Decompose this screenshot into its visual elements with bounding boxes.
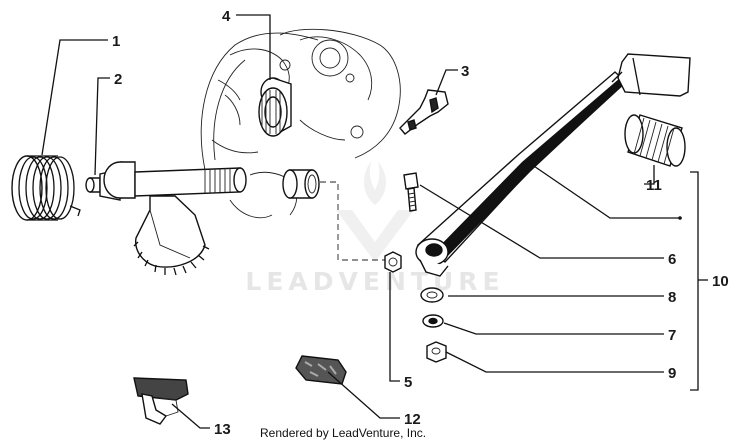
rubber-grip-part-11 (624, 114, 686, 167)
washer-part-8 (420, 287, 444, 303)
callout-12: 12 (404, 411, 421, 428)
leader-lines (41, 14, 708, 429)
callout-11: 11 (646, 177, 662, 194)
bearing-part-4 (258, 77, 292, 137)
callout-7: 7 (668, 327, 676, 344)
callout-2: 2 (114, 71, 122, 88)
alignment-line (320, 181, 390, 261)
spring-part-1 (11, 155, 81, 221)
nut-part-5 (384, 251, 402, 273)
callout-1: 1 (112, 33, 120, 50)
clip-part-3 (399, 89, 449, 135)
credit-text: Rendered by LeadVenture, Inc. (260, 426, 426, 440)
watermark-text: LEADVENTURE (245, 267, 504, 296)
callout-9: 9 (668, 365, 676, 382)
callout-10: 10 (712, 273, 729, 290)
hex-nut-part-9 (426, 341, 447, 363)
callout-6: 6 (668, 251, 676, 268)
engine-casing (200, 28, 401, 219)
callout-4: 4 (222, 8, 231, 25)
watermark-logo (336, 160, 414, 262)
kickstart-shaft-part-2 (85, 161, 247, 276)
callout-3: 3 (461, 63, 469, 80)
rubber-pad-part-12 (295, 355, 347, 385)
lever-dot (678, 216, 682, 220)
bracket-part-13 (133, 377, 189, 425)
kickstart-lever-part-10 (415, 53, 691, 277)
bolt-part-6 (403, 172, 419, 212)
callout-13: 13 (214, 421, 231, 438)
callout-8: 8 (668, 289, 676, 306)
bushing (282, 169, 320, 199)
callout-5: 5 (404, 374, 412, 391)
spring-washer-part-7 (422, 314, 444, 328)
